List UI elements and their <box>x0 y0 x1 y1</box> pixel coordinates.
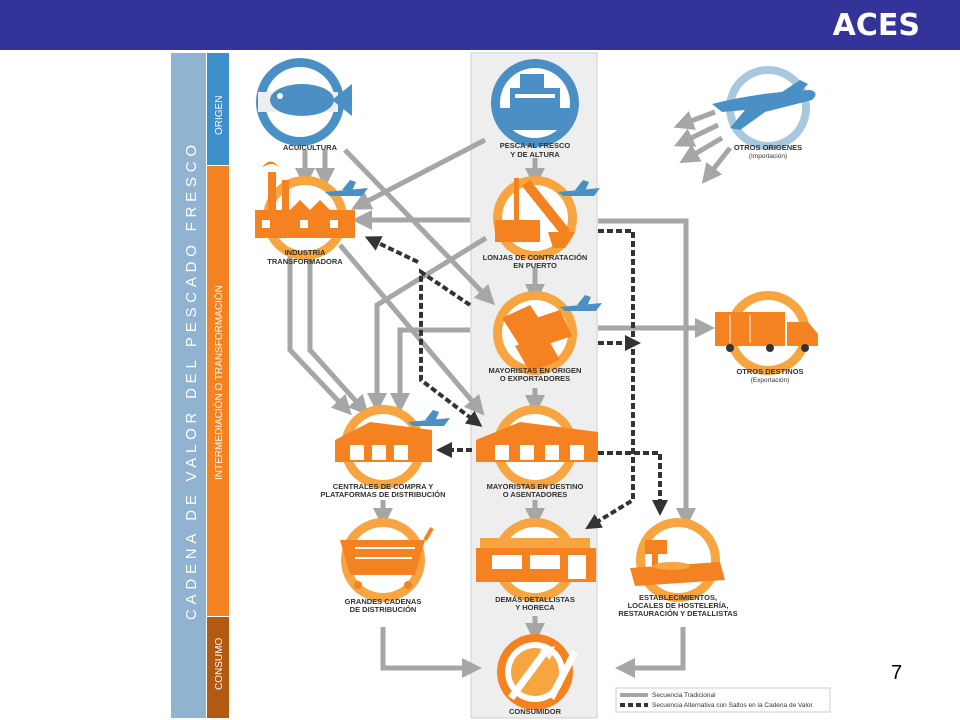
arrow-line <box>287 240 352 416</box>
node-consumidor: CONSUMIDOR <box>497 634 578 716</box>
node-mayoristas-origen: MAYORISTAS EN ORIGEN O EXPORTADORES <box>489 291 602 383</box>
header-bar: ACES <box>0 0 960 50</box>
node-lonjas: LONJAS DE CONTRATACIÓN EN PUERTO <box>483 176 600 270</box>
arrow-line <box>674 122 720 147</box>
node-mayoristas-destino: MAYORISTAS EN DESTINO O ASENTADORES <box>476 405 598 499</box>
arrow-line <box>615 627 686 678</box>
stage-origen-label: ORIGEN <box>214 96 225 135</box>
small-airplane-icon <box>325 180 368 196</box>
dashed-arrow-line <box>598 451 668 516</box>
label-otros-origenes-1: OTROS ORIGENES <box>734 143 802 152</box>
label-pesca-2: Y DE ALTURA <box>510 150 560 159</box>
label-acuicultura: ACUICULTURA <box>283 143 338 152</box>
ship-icon <box>495 74 575 130</box>
label-industria-2: TRANSFORMADORA <box>267 257 343 266</box>
label-otros-origenes-2: (Importación) <box>749 153 787 160</box>
factory-icon <box>255 161 355 238</box>
node-demas-detallistas: DEMÁS DETALLISTAS Y HORECA <box>476 518 596 612</box>
arrow-line <box>598 218 696 528</box>
arrow-line <box>701 146 732 184</box>
dashed-arrow-line <box>419 268 483 427</box>
stage-intermediacion-band <box>207 166 229 616</box>
arrow-line <box>673 109 716 130</box>
cutlery-icon <box>508 646 578 700</box>
label-may-destino-1: MAYORISTAS EN DESTINO <box>487 482 584 491</box>
small-airplane-icon <box>558 180 600 196</box>
node-establecimientos: ESTABLECIMIENTOS, LOCALES DE HOSTELERÍA,… <box>618 518 738 618</box>
node-centrales: CENTRALES DE COMPRA Y PLATAFORMAS DE DIS… <box>320 405 450 499</box>
fish-icon <box>270 84 352 116</box>
label-centrales-2: PLATAFORMAS DE DISTRIBUCIÓN <box>320 490 445 499</box>
scale-icon <box>630 540 725 586</box>
label-pesca-1: PESCA AL FRESCO <box>500 141 571 150</box>
arrow-line <box>307 240 369 416</box>
arrow-line <box>351 137 487 210</box>
arrow-line <box>679 135 724 164</box>
node-otros-origenes: OTROS ORIGENES (Importación) <box>712 66 816 160</box>
label-centrales-1: CENTRALES DE COMPRA Y <box>333 482 433 491</box>
arrow-line <box>367 235 488 413</box>
label-may-destino-2: O ASENTADORES <box>503 490 568 499</box>
header-title: ACES <box>832 8 920 43</box>
node-acuicultura: ACUICULTURA <box>256 58 352 152</box>
dashed-arrow-line <box>364 236 419 264</box>
arrow-line <box>343 148 495 306</box>
airplane-icon <box>712 80 816 130</box>
legend-traditional-label: Secuencia Tradicional <box>652 692 716 699</box>
stage-intermediacion-label: INTERMEDIACIÓN O TRANSFORMACIÓN <box>212 285 225 480</box>
page-number: 7 <box>891 662 903 684</box>
alternative-arrows <box>364 229 668 530</box>
warehouse-icon <box>335 422 432 462</box>
crane-icon <box>495 178 575 248</box>
dashed-arrow-line <box>585 229 635 530</box>
truck-icon <box>715 312 818 352</box>
label-may-origen-2: O EXPORTADORES <box>500 374 570 383</box>
warehouse-icon <box>476 422 598 462</box>
node-pesca: PESCA AL FRESCO Y DE ALTURA <box>491 59 579 159</box>
node-grandes-cadenas: GRANDES CADENAS DE DISTRIBUCIÓN <box>340 518 434 614</box>
label-grandes-1: GRANDES CADENAS <box>345 597 422 606</box>
legend-alternative-label: Secuencia Alternativa con Saltos en la C… <box>652 702 814 709</box>
label-lonjas-2: EN PUERTO <box>513 261 557 270</box>
label-otros-destinos-2: (Exportación) <box>751 377 790 384</box>
traditional-arrows <box>287 109 732 678</box>
label-estab-1: ESTABLECIMIENTOS, <box>639 593 717 602</box>
label-may-origen-1: MAYORISTAS EN ORIGEN <box>489 366 582 375</box>
label-demas-2: Y HORECA <box>515 603 555 612</box>
shop-icon <box>476 538 596 582</box>
label-estab-3: RESTAURACIÓN Y DETALLISTAS <box>618 609 737 618</box>
arrow-line <box>338 243 485 416</box>
small-airplane-icon <box>408 410 450 426</box>
label-lonjas-1: LONJAS DE CONTRATACIÓN <box>483 253 588 262</box>
shopping-cart-icon <box>340 526 434 589</box>
node-otros-destinos: OTROS DESTINOS (Exportación) <box>715 291 818 384</box>
arrow-line <box>390 327 470 413</box>
label-grandes-2: DE DISTRIBUCIÓN <box>350 605 417 614</box>
label-estab-2: LOCALES DE HOSTELERÍA, <box>628 601 729 610</box>
small-airplane-icon <box>560 295 602 311</box>
sidebar-band <box>171 53 206 718</box>
node-industria: INDUSTRIA TRANSFORMADORA <box>255 161 368 266</box>
label-demas-1: DEMÁS DETALLISTAS <box>495 595 575 604</box>
arrow-line <box>380 627 482 678</box>
label-otros-destinos-1: OTROS DESTINOS <box>736 367 803 376</box>
stage-origen-band <box>207 53 229 165</box>
stage-consumo-band <box>207 617 229 718</box>
boxes-icon <box>502 305 572 372</box>
legend: Secuencia Tradicional Secuencia Alternat… <box>615 687 831 713</box>
label-industria-1: INDUSTRIA <box>285 248 326 257</box>
sidebar-main-title: CADENA DE VALOR DEL PESCADO FRESCO <box>183 145 200 620</box>
stage-consumo-label: CONSUMO <box>214 638 225 690</box>
label-consumidor: CONSUMIDOR <box>509 707 562 716</box>
